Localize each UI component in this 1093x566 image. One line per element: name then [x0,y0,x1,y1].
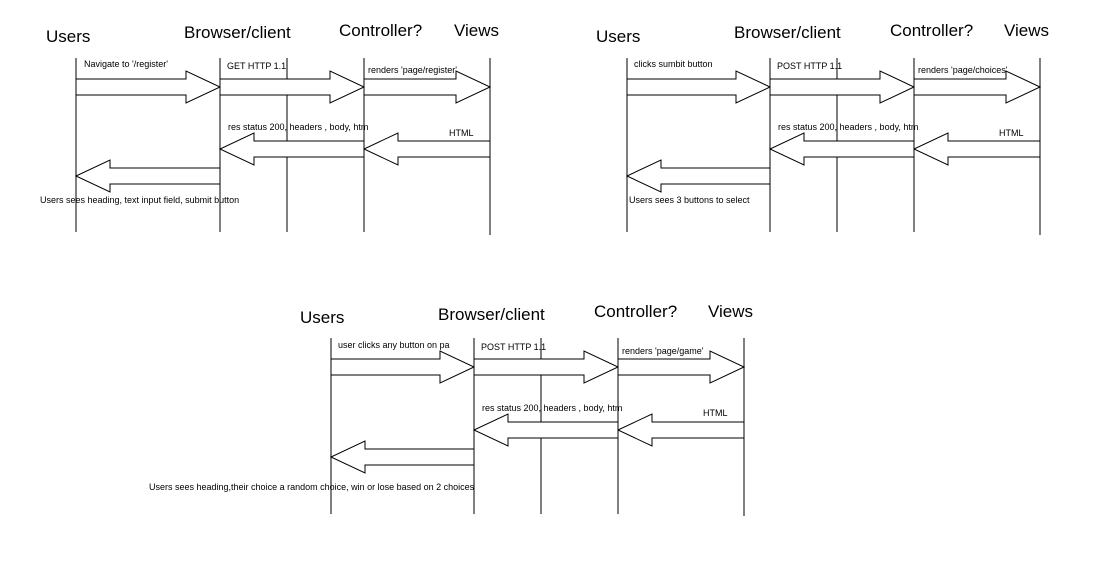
response-arrow-controller-browser [472,413,619,447]
response-arrow-controller-browser [218,132,365,166]
message-label-request-browser: POST HTTP 1.1 [777,61,842,71]
message-label-request-browser: GET HTTP 1.1 [227,61,286,71]
sequence-diagram-game: Users Browser/client Controller? Views u… [149,302,753,516]
request-arrow-users-browser [75,70,222,104]
message-label-request-controller: renders 'page/choices' [918,65,1008,75]
lane-header-users: Users [46,27,90,46]
lane-header-browser: Browser/client [438,305,545,324]
message-label-request-user: Navigate to '/register' [84,59,168,69]
lane-header-views: Views [1004,21,1049,40]
request-arrow-browser-controller [769,70,916,104]
request-arrow-browser-controller [473,350,620,384]
lane-header-views: Views [708,302,753,321]
response-arrow-views-controller [912,132,1041,166]
message-label-request-controller: renders 'page/register' [368,65,457,75]
response-arrow-browser-users [74,159,221,193]
message-label-result: Users sees heading, text input field, su… [40,195,239,205]
response-arrow-views-controller [616,413,745,447]
request-arrow-users-browser [626,70,772,104]
lane-header-controller: Controller? [594,302,677,321]
request-arrow-users-browser [330,350,476,384]
lane-header-users: Users [596,27,640,46]
message-label-request-user: clicks sumbit button [634,59,713,69]
request-arrow-controller-views [913,70,1042,104]
message-label-request-user: user clicks any button on pa [338,340,450,350]
response-arrow-views-controller [362,132,491,166]
message-label-response-views: HTML [999,128,1024,138]
message-label-response-controller: res status 200, headers , body, htm [482,403,622,413]
lane-header-views: Views [454,21,499,40]
message-label-response-views: HTML [703,408,728,418]
lane-header-browser: Browser/client [184,23,291,42]
message-label-response-controller: res status 200, headers , body, htm [228,122,368,132]
message-label-request-controller: renders 'page/game' [622,346,704,356]
response-arrow-browser-users [625,159,771,193]
message-label-request-browser: POST HTTP 1.1 [481,342,546,352]
sequence-diagram-register: Users Browser/client Controller? Views N… [40,21,499,235]
message-label-result: Users sees heading,their choice a random… [149,482,475,492]
lane-header-users: Users [300,308,344,327]
message-label-response-views: HTML [449,128,474,138]
lane-header-controller: Controller? [890,21,973,40]
response-arrow-controller-browser [768,132,915,166]
response-arrow-browser-users [329,440,475,474]
request-arrow-controller-views [617,350,746,384]
lane-header-browser: Browser/client [734,23,841,42]
message-label-result: Users sees 3 buttons to select [629,195,750,205]
message-label-response-controller: res status 200, headers , body, htm [778,122,918,132]
request-arrow-controller-views [363,70,492,104]
request-arrow-browser-controller [219,70,366,104]
sequence-diagram-choices: Users Browser/client Controller? Views c… [596,21,1049,235]
lane-header-controller: Controller? [339,21,422,40]
